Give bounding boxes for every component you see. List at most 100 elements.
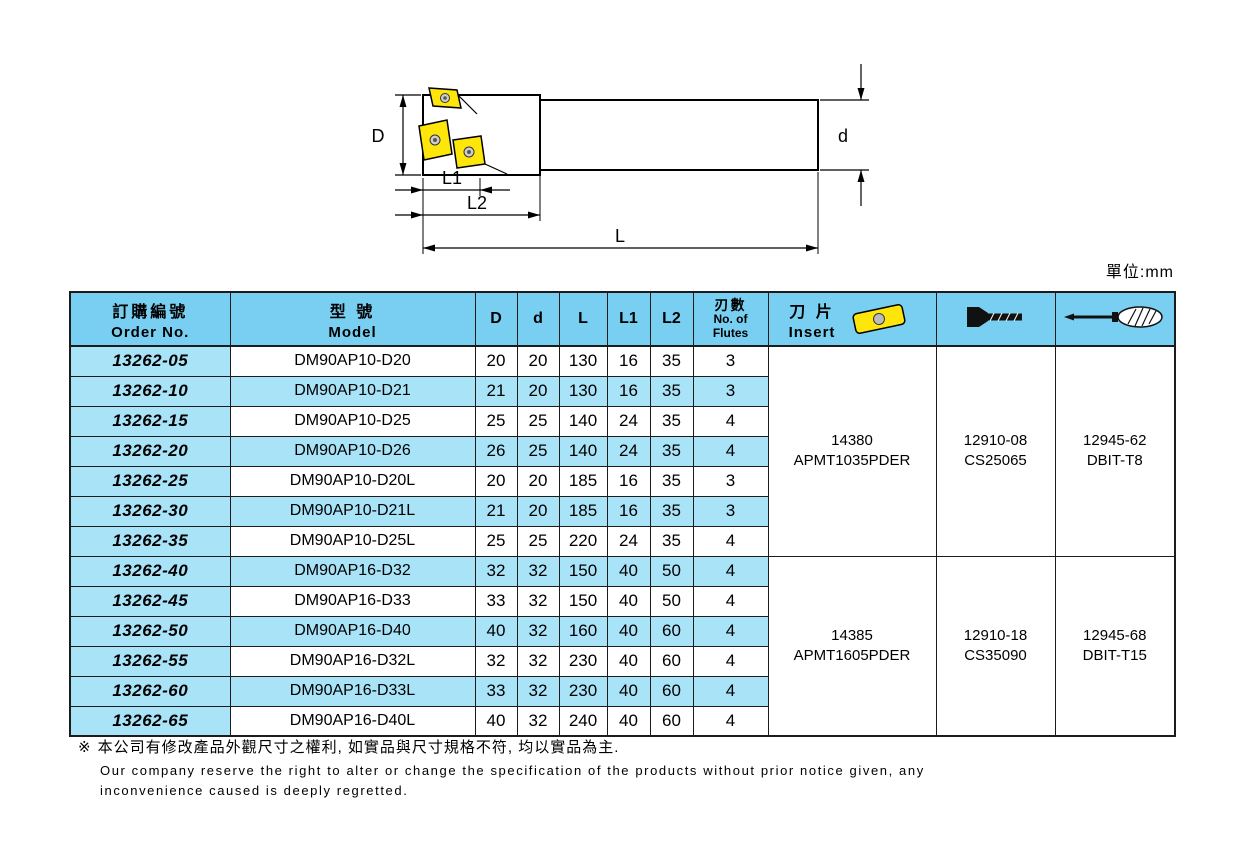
L1-cell: 16: [606, 375, 651, 407]
L2-cell: 50: [649, 585, 694, 617]
order-no-cell: 13262-10: [69, 375, 231, 407]
col-header-order: 訂購編號 Order No.: [69, 291, 231, 347]
dim-label-d: d: [838, 126, 848, 146]
model-cell: DM90AP16-D32L: [229, 645, 476, 677]
col-header-flutes: 刃數 No. of Flutes: [692, 291, 769, 347]
model-cell: DM90AP10-D26: [229, 435, 476, 467]
dim-label-D: D: [372, 126, 385, 146]
D-cell: 33: [474, 585, 518, 617]
note-text-zh: 本公司有修改產品外觀尺寸之權利, 如實品與尺寸規格不符, 均以實品為主.: [97, 739, 620, 756]
d-cell: 25: [516, 435, 560, 467]
D-cell: 21: [474, 495, 518, 527]
col-header-screw: [935, 291, 1056, 347]
note-text-en-1: Our company reserve the right to alter o…: [100, 763, 925, 778]
model-cell: DM90AP16-D33L: [229, 675, 476, 707]
col-header-model: 型 號 Model: [229, 291, 476, 347]
order-no-cell: 13262-50: [69, 615, 231, 647]
flutes-cell: 4: [692, 585, 769, 617]
D-cell: 20: [474, 465, 518, 497]
order-no-cell: 13262-55: [69, 645, 231, 677]
model-cell: DM90AP16-D40L: [229, 705, 476, 737]
D-cell: 21: [474, 375, 518, 407]
L1-cell: 24: [606, 435, 651, 467]
order-no-cell: 13262-60: [69, 675, 231, 707]
note-marker: ※: [78, 739, 92, 756]
flutes-cell: 4: [692, 615, 769, 647]
d-cell: 20: [516, 345, 560, 377]
note-text-en-2: inconvenience caused is deeply regretted…: [100, 782, 409, 798]
flutes-cell: 4: [692, 555, 769, 587]
order-no-cell: 13262-30: [69, 495, 231, 527]
d-cell: 25: [516, 405, 560, 437]
d-cell: 20: [516, 495, 560, 527]
L2-cell: 60: [649, 705, 694, 737]
order-no-cell: 13262-40: [69, 555, 231, 587]
flutes-cell: 4: [692, 435, 769, 467]
L1-cell: 16: [606, 465, 651, 497]
D-cell: 40: [474, 615, 518, 647]
L-cell: 185: [558, 465, 608, 497]
dim-label-L1: L1: [442, 168, 462, 188]
L-cell: 150: [558, 555, 608, 587]
L1-cell: 40: [606, 585, 651, 617]
model-header-zh: 型 號: [329, 303, 376, 321]
model-cell: DM90AP16-D40: [229, 615, 476, 647]
flutes-cell: 3: [692, 345, 769, 377]
L1-cell: 16: [606, 345, 651, 377]
d-cell: 32: [516, 555, 560, 587]
L-cell: 150: [558, 585, 608, 617]
L1-cell: 40: [606, 555, 651, 587]
d-cell: 20: [516, 375, 560, 407]
dim-label-L: L: [615, 226, 625, 246]
L2-cell: 35: [649, 435, 694, 467]
L2-cell: 60: [649, 615, 694, 647]
L-cell: 230: [558, 675, 608, 707]
d-cell: 25: [516, 525, 560, 557]
col-header-D: D: [474, 291, 518, 347]
flutes-header-en1: No. of: [713, 312, 748, 327]
flutes-header-en2: Flutes: [712, 326, 749, 341]
L2-cell: 60: [649, 675, 694, 707]
cutter-shank: [539, 99, 819, 171]
L2-cell: 35: [649, 375, 694, 407]
col-header-bit: [1054, 291, 1176, 347]
tool-drawing: D d L1 L2 L: [372, 64, 869, 254]
D-cell: 32: [474, 645, 518, 677]
L-cell: 240: [558, 705, 608, 737]
flutes-cell: 3: [692, 375, 769, 407]
L1-cell: 16: [606, 495, 651, 527]
D-cell: 25: [474, 405, 518, 437]
unit-label: 單位:mm: [1105, 264, 1174, 281]
d-cell: 32: [516, 675, 560, 707]
dimension-d: [820, 64, 869, 206]
insert-header-zh: 刀 片: [789, 303, 835, 321]
D-cell: 20: [474, 345, 518, 377]
D-cell: 26: [474, 435, 518, 467]
L-cell: 220: [558, 525, 608, 557]
model-cell: DM90AP10-D21: [229, 375, 476, 407]
model-cell: DM90AP10-D20L: [229, 465, 476, 497]
order-no-cell: 13262-15: [69, 405, 231, 437]
flutes-cell: 4: [692, 525, 769, 557]
insert-icon: [852, 304, 906, 334]
col-header-L1: L1: [606, 291, 651, 347]
model-cell: DM90AP16-D33: [229, 585, 476, 617]
L1-cell: 40: [606, 705, 651, 737]
flutes-cell: 4: [692, 645, 769, 677]
model-cell: DM90AP10-D25L: [229, 525, 476, 557]
d-cell: 32: [516, 705, 560, 737]
L-cell: 130: [558, 345, 608, 377]
